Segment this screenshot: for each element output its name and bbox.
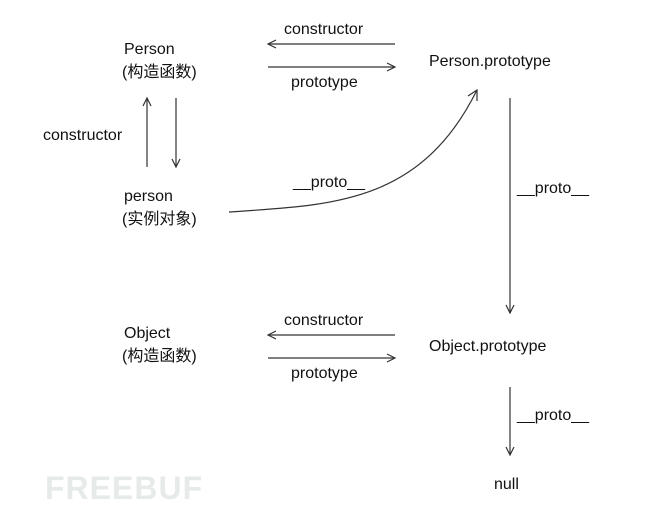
edge-label-object-prototype: prototype [291, 365, 358, 382]
object-constructor-name: Object [124, 325, 171, 342]
edge-label-person-prototype-proto: __proto__ [517, 180, 590, 197]
arrow-person-proto-curve [228, 88, 478, 213]
edge-label-instance-constructor: constructor [43, 127, 123, 144]
edge-label-person-prototype: prototype [291, 74, 358, 91]
edge-label-object-prototype-proto: __proto__ [517, 407, 590, 424]
arrow-person-prototype-proto-down [505, 98, 515, 315]
arrow-prototype-to-person-prototype [268, 62, 397, 72]
person-constructor-note: (构造函数) [122, 64, 197, 81]
edge-label-instance-proto: __proto__ [293, 174, 366, 191]
arrow-person-down [171, 98, 181, 169]
person-prototype-node: Person.prototype [429, 53, 551, 70]
arrow-object-prototype-to-object-prototype [268, 353, 397, 363]
arrow-constructor-to-person [266, 39, 395, 49]
null-node: null [494, 476, 519, 493]
freebuf-watermark: FREEBUF [45, 470, 204, 506]
arrow-object-constructor-to-object [266, 330, 395, 340]
edge-label-person-constructor: constructor [284, 21, 364, 38]
arrow-person-constructor-up [142, 96, 152, 167]
arrow-object-prototype-proto-down [505, 387, 515, 457]
person-constructor-name: Person [124, 41, 175, 58]
object-constructor-note: (构造函数) [122, 348, 197, 365]
object-prototype-node: Object.prototype [429, 338, 547, 355]
person-instance-note: (实例对象) [122, 211, 197, 228]
edge-label-object-constructor: constructor [284, 312, 364, 329]
person-instance-name: person [124, 188, 173, 205]
